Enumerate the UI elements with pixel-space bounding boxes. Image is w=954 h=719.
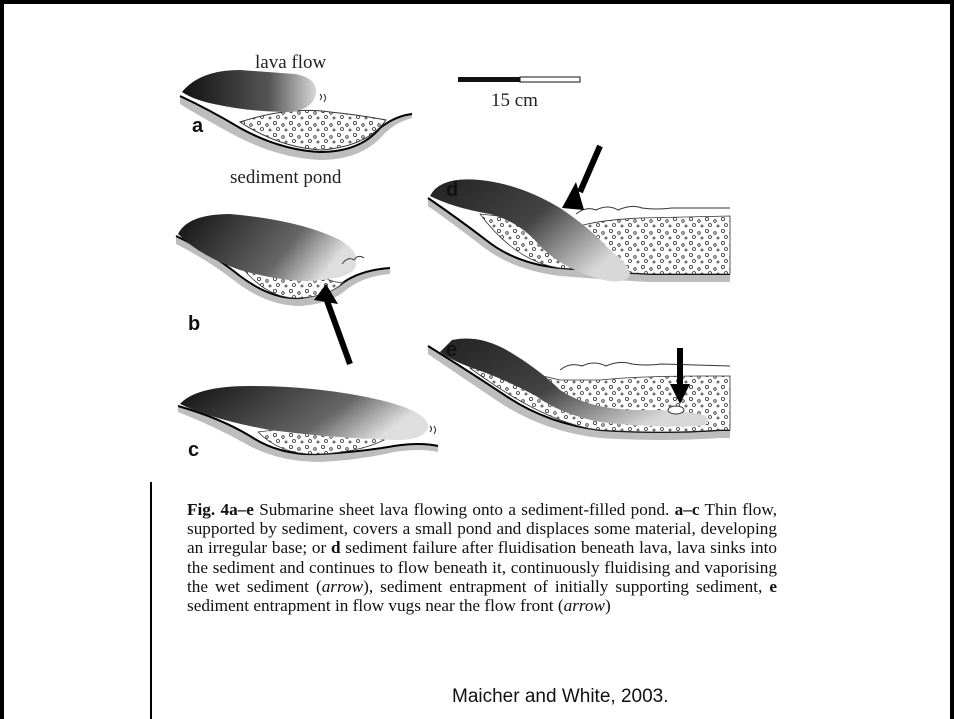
label-lava-flow: lava flow (255, 52, 327, 73)
caption-ref-e: e (769, 577, 777, 596)
caption-arrow-1: arrow (322, 577, 363, 596)
caption-text-6: ) (605, 596, 611, 615)
scale-bar: 15 cm (458, 77, 580, 111)
caption-text-1: Submarine sheet lava flowing onto a sedi… (254, 500, 675, 519)
citation: Maicher and White, 2003. (452, 686, 669, 708)
panel-c: c (178, 386, 438, 462)
lava-flow-figure: lava flow sediment pond a 15 cm b c (0, 0, 954, 490)
panel-b: b (176, 214, 390, 364)
panel-d: d (428, 146, 730, 282)
caption-ref-ac: a–c (675, 500, 700, 519)
panel-b-label: b (188, 313, 200, 335)
caption-fig-ref: Fig. 4a–e (187, 500, 254, 519)
figure-caption: Fig. 4a–e Submarine sheet lava flowing o… (187, 500, 777, 615)
panel-a: lava flow sediment pond a (180, 52, 412, 188)
panel-e: e (428, 339, 730, 441)
caption-arrow-2: arrow (564, 596, 605, 615)
panel-e-label: e (446, 339, 457, 361)
caption-text-4: ), sediment entrapment of initially supp… (363, 577, 769, 596)
caption-ref-d: d (331, 538, 341, 557)
panel-c-label: c (188, 439, 199, 461)
label-sediment-pond: sediment pond (230, 167, 342, 188)
panel-a-label: a (192, 115, 204, 137)
scale-label: 15 cm (491, 90, 538, 111)
caption-text-5: sediment entrapment in flow vugs near th… (187, 596, 564, 615)
frame-inner-line (150, 482, 152, 719)
panel-d-label: d (446, 179, 458, 201)
